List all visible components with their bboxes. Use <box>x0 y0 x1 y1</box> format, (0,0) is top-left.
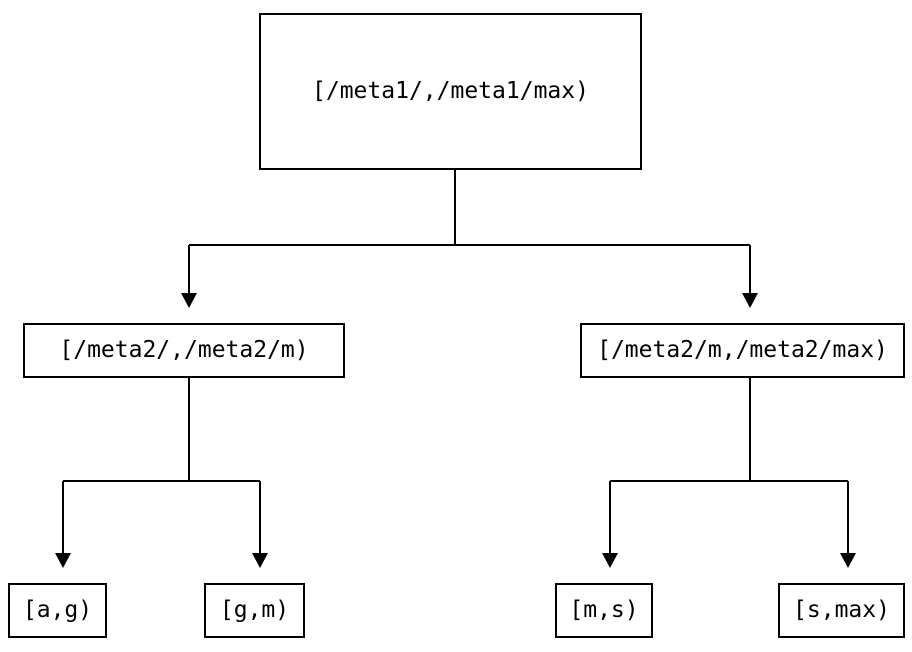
arrow-down-icon <box>181 293 197 308</box>
tree-node-root: [/meta1/,/meta1/max) <box>259 13 642 170</box>
arrow-down-icon <box>840 553 856 568</box>
arrow-down-icon <box>602 553 618 568</box>
tree-node-label: [/meta1/,/meta1/max) <box>312 78 589 104</box>
tree-node-label: [/meta2/m,/meta2/max) <box>597 337 888 363</box>
tree-node-level2-right: [/meta2/m,/meta2/max) <box>580 323 905 378</box>
tree-node-leaf-ms: [m,s) <box>555 583 653 638</box>
edge-left-to-leaves <box>55 378 268 568</box>
arrow-down-icon <box>742 293 758 308</box>
arrow-down-icon <box>55 553 71 568</box>
tree-node-label: [/meta2/,/meta2/m) <box>59 337 309 363</box>
tree-node-label: [m,s) <box>569 597 639 623</box>
tree-node-leaf-smax: [s,max) <box>778 583 905 638</box>
tree-node-level2-left: [/meta2/,/meta2/m) <box>23 323 345 378</box>
edge-right-to-leaves <box>602 378 856 568</box>
tree-node-label: [a,g) <box>22 597 93 623</box>
edge-root-to-level2 <box>181 170 758 308</box>
tree-node-leaf-gm: [g,m) <box>204 583 305 638</box>
tree-node-label: [s,max) <box>793 597 890 623</box>
tree-node-label: [g,m) <box>219 597 290 623</box>
tree-node-leaf-ag: [a,g) <box>8 583 107 638</box>
arrow-down-icon <box>252 553 268 568</box>
